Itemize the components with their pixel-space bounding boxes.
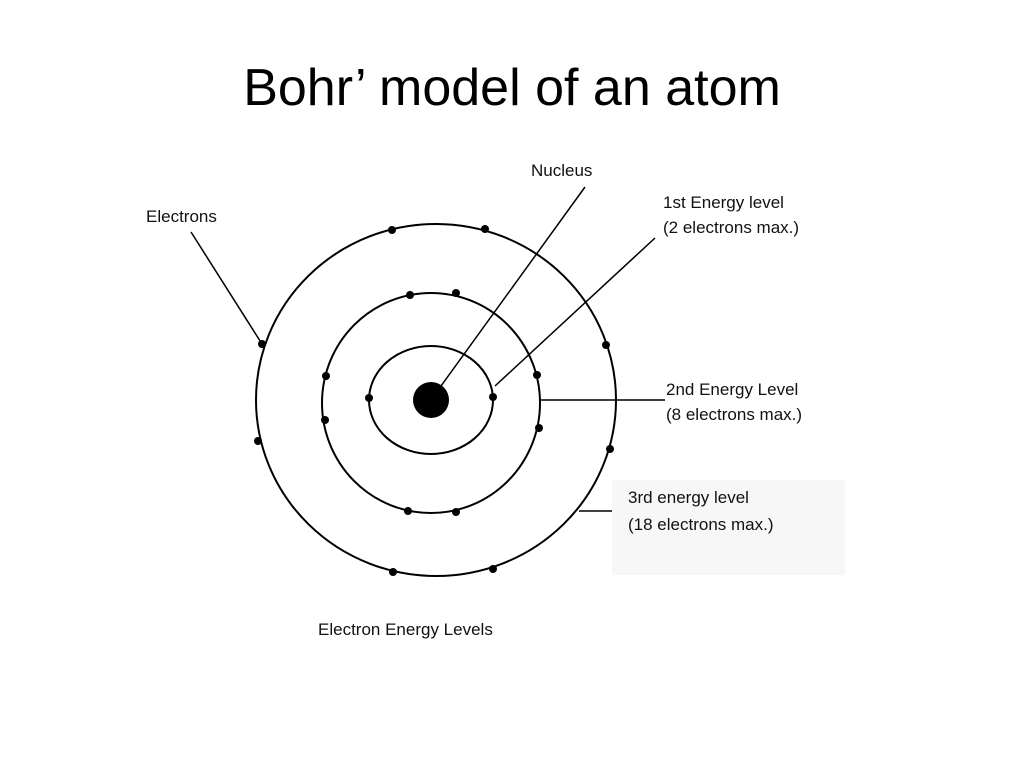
label-level-1-name: 1st Energy level [663,193,784,212]
electron-l3-7 [389,568,397,576]
leader-electrons [190,231,263,345]
slide-title: Bohr’ model of an atom [243,59,781,117]
label-electrons: Electrons [146,207,217,226]
electron-l2-1 [406,291,414,299]
electron-l1-1 [365,394,373,402]
electron-l3-4 [602,341,610,349]
label-level-2-name: 2nd Energy Level [666,380,798,399]
label-level-3-name: 3rd energy level [628,488,749,507]
electron-l3-5 [254,437,262,445]
electron-l2-7 [404,507,412,515]
electron-l3-2 [481,225,489,233]
electron-l1-2 [489,393,497,401]
electron-l2-5 [321,416,329,424]
nucleus [413,382,449,418]
electron-l2-3 [322,372,330,380]
leader-level-1 [494,237,656,387]
level-3-label-background [612,480,845,575]
leader-nucleus [440,186,586,387]
electron-l2-4 [533,371,541,379]
label-nucleus: Nucleus [531,161,592,180]
label-level-1-max: (2 electrons max.) [663,218,799,237]
electron-l2-8 [452,508,460,516]
label-level-2-max: (8 electrons max.) [666,405,802,424]
caption: Electron Energy Levels [318,620,493,639]
label-level-3-max: (18 electrons max.) [628,515,774,534]
electron-l2-2 [452,289,460,297]
electron-l3-8 [489,565,497,573]
orbit-level-2 [321,292,541,514]
electron-l2-6 [535,424,543,432]
electron-l3-1 [388,226,396,234]
electron-l3-6 [606,445,614,453]
